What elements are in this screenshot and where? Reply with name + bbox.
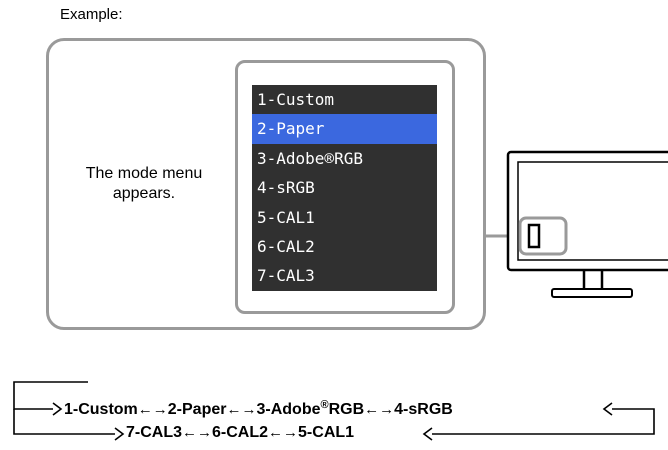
mode-menu-item-paper[interactable]: 2-Paper: [252, 114, 437, 144]
arrow-head-icon: [602, 402, 613, 416]
two-way-arrow-icon: ←→: [268, 424, 299, 441]
arrow-head-icon: [52, 402, 63, 416]
mode-menu-item-cal3[interactable]: 7-CAL3: [257, 266, 315, 286]
mode-caption: The mode menu appears.: [85, 165, 203, 202]
sequence-item-paper: 2-Paper: [167, 401, 227, 418]
arrow-head-icon: [422, 427, 433, 441]
mode-sequence-row1: 1-Custom←→2-Paper←→3-Adobe®RGB←→4-sRGB: [64, 399, 453, 419]
two-way-arrow-icon: ←→: [364, 401, 395, 418]
two-way-arrow-icon: ←→: [182, 424, 213, 441]
two-way-arrow-icon: ←→: [226, 401, 257, 418]
mode-sequence-row2: 7-CAL3←→6-CAL2←→5-CAL1: [126, 424, 354, 442]
sequence-item-custom: 1-Custom: [64, 401, 138, 418]
mode-menu: 1-Custom 2-Paper 3-Adobe®RGB 4-sRGB 5-CA…: [252, 85, 437, 291]
button-highlight: [518, 216, 568, 256]
example-label: Example:: [60, 6, 123, 23]
mode-button-icon: [527, 223, 541, 249]
two-way-arrow-icon: ←→: [137, 401, 168, 418]
mode-menu-item-custom[interactable]: 1-Custom: [257, 90, 335, 109]
mode-menu-item-cal2[interactable]: 6-CAL2: [257, 236, 315, 256]
sequence-item-srgb: 4-sRGB: [394, 401, 453, 418]
mode-menu-item-srgb[interactable]: 4-sRGB: [257, 178, 315, 198]
sequence-item-rgb: RGB: [328, 401, 365, 418]
mode-menu-item-cal1[interactable]: 5-CAL1: [257, 207, 315, 227]
cycle-arrow-right: [432, 408, 655, 435]
sequence-item-cal2: 6-CAL2: [212, 424, 269, 441]
cycle-arrow-left: [13, 381, 115, 435]
arrow-head-icon: [114, 427, 125, 441]
sequence-item-cal1: 5-CAL1: [298, 424, 355, 441]
registered-mark: ®: [320, 399, 329, 411]
sequence-item-cal3: 7-CAL3: [126, 424, 183, 441]
sequence-item-adobe: 3-Adobe: [256, 401, 321, 418]
mode-menu-item-adobergb[interactable]: 3-Adobe®RGB: [257, 148, 363, 168]
